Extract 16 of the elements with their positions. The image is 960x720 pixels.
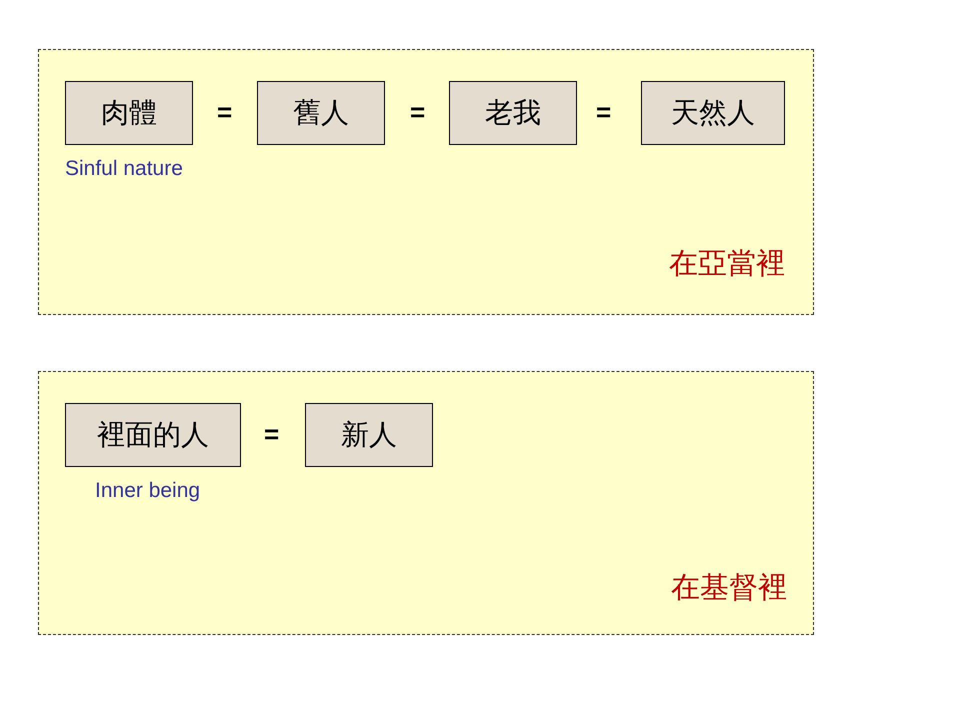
group-panel (38, 49, 814, 315)
term-box: 舊人 (257, 81, 385, 145)
group-heading: 在基督裡 (671, 569, 787, 606)
term-box: 天然人 (641, 81, 785, 145)
group-heading: 在亞當裡 (669, 245, 785, 282)
term-box: 老我 (449, 81, 577, 145)
english-caption: Inner being (95, 479, 200, 503)
equals-sign: = (410, 97, 426, 128)
term-box: 肉體 (65, 81, 193, 145)
english-caption: Sinful nature (65, 157, 183, 181)
equals-sign: = (596, 97, 612, 128)
equals-sign: = (264, 419, 280, 450)
term-box: 新人 (305, 403, 433, 467)
equals-sign: = (217, 97, 232, 128)
term-box: 裡面的人 (65, 403, 241, 467)
group-panel (38, 371, 814, 635)
